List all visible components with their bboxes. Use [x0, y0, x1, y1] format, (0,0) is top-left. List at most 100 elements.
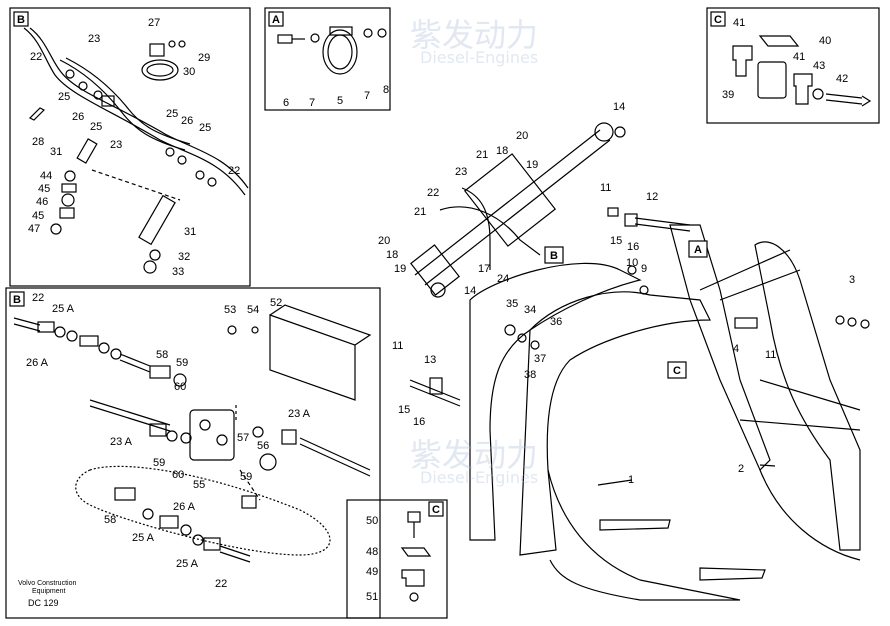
part-label-main-1: 20	[516, 130, 528, 142]
part-label-b-top-9: 23	[110, 139, 122, 151]
part-label-main-22: 36	[550, 316, 562, 328]
part-label-c-bottom-3: 51	[366, 591, 378, 603]
panel-c-bottom	[346, 499, 448, 619]
part-label-main-11: 17	[478, 263, 490, 275]
part-label-a-top-0: 6	[283, 97, 289, 109]
part-label-c-bottom-1: 48	[366, 546, 378, 558]
part-label-main-15: 12	[646, 191, 658, 203]
part-label-main-29: 3	[849, 274, 855, 286]
part-label-main-23: 37	[534, 353, 546, 365]
part-label-c-top-0: 41	[733, 17, 745, 29]
part-label-b-top-8: 28	[32, 136, 44, 148]
part-label-b-top-5: 25	[58, 91, 70, 103]
panel-c-bottom-frame	[346, 499, 448, 619]
part-label-main-28: 16	[413, 416, 425, 428]
part-label-b-bottom-9: 23 A	[288, 408, 311, 420]
part-label-a-top-1: 7	[309, 97, 315, 109]
part-label-b-top-1: 23	[88, 33, 100, 45]
part-label-b-top-21: 32	[178, 251, 190, 263]
panel-a-top-letter: A	[272, 14, 280, 26]
panel-b-bottom	[5, 287, 381, 619]
part-label-c-top-2: 41	[793, 51, 805, 63]
part-label-b-top-13: 25	[199, 122, 211, 134]
part-label-main-10: 19	[394, 263, 406, 275]
panel-a-top-frame	[264, 7, 391, 111]
part-label-b-bottom-17: 58	[104, 514, 116, 526]
part-label-main-32: 1	[628, 474, 634, 486]
part-label-b-bottom-13: 59	[153, 457, 165, 469]
callout-a: A	[688, 240, 708, 258]
part-label-main-5: 23	[455, 166, 467, 178]
part-label-b-bottom-12: 56	[257, 440, 269, 452]
part-label-b-bottom-5: 52	[270, 297, 282, 309]
part-label-a-top-2: 5	[337, 95, 343, 107]
part-label-b-bottom-4: 54	[247, 304, 259, 316]
part-label-c-top-5: 39	[722, 89, 734, 101]
part-label-main-3: 21	[476, 149, 488, 161]
panel-a-top	[264, 7, 391, 111]
part-label-b-top-22: 33	[172, 266, 184, 278]
panel-b-top	[9, 7, 251, 287]
part-label-main-9: 18	[386, 249, 398, 261]
part-label-main-14: 11	[600, 182, 611, 194]
part-label-b-bottom-0: 22	[32, 292, 44, 304]
part-label-b-bottom-1: 25 A	[52, 303, 75, 315]
part-label-b-bottom-19: 25 A	[132, 532, 155, 544]
part-label-main-31: 11	[765, 349, 776, 361]
footer-company-sub: Equipment	[32, 588, 66, 595]
footer-code: DC 129	[28, 598, 59, 608]
part-label-a-top-3: 7	[364, 90, 370, 102]
svg-text:A: A	[694, 244, 702, 256]
panel-c-bottom-letter: C	[432, 504, 440, 516]
part-label-b-top-12: 26	[181, 115, 193, 127]
panel-b-bottom-letter: B	[13, 294, 21, 306]
panel-c-top-letter: C	[714, 14, 722, 26]
part-label-main-27: 15	[398, 404, 410, 416]
part-label-b-bottom-8: 60	[174, 381, 186, 393]
part-label-a-top-4: 8	[383, 84, 389, 96]
part-label-b-bottom-15: 55	[193, 479, 205, 491]
part-label-b-bottom-10: 23 A	[110, 436, 133, 448]
part-label-b-bottom-21: 22	[215, 578, 227, 590]
panel-b-top-letter-box	[13, 11, 29, 27]
part-label-c-bottom-2: 49	[366, 566, 378, 578]
callout-b: B	[544, 246, 564, 264]
panel-c-top-frame	[706, 7, 880, 124]
part-label-b-bottom-3: 53	[224, 304, 236, 316]
part-label-main-19: 9	[641, 263, 647, 275]
part-label-c-top-1: 40	[819, 35, 831, 47]
part-label-main-25: 11	[392, 340, 403, 352]
part-label-b-bottom-20: 25 A	[176, 558, 199, 570]
part-label-b-bottom-16: 59	[240, 471, 252, 483]
part-label-main-4: 19	[526, 159, 538, 171]
part-label-main-16: 15	[610, 235, 622, 247]
part-label-b-top-20: 31	[184, 226, 196, 238]
part-label-b-top-11: 25	[166, 108, 178, 120]
part-label-main-26: 13	[424, 354, 436, 366]
part-label-b-top-3: 30	[183, 66, 195, 78]
part-label-b-bottom-18: 26 A	[173, 501, 196, 513]
part-label-main-8: 20	[378, 235, 390, 247]
part-label-main-30: 4	[733, 343, 739, 355]
part-label-b-top-16: 45	[38, 183, 50, 195]
part-label-b-bottom-2: 26 A	[26, 357, 49, 369]
part-label-main-24: 38	[524, 369, 536, 381]
part-label-b-bottom-6: 58	[156, 349, 168, 361]
part-label-main-33: 2	[738, 463, 744, 475]
part-label-b-top-14: 22	[228, 165, 240, 177]
part-label-c-bottom-0: 50	[366, 515, 378, 527]
part-label-c-top-4: 42	[836, 73, 848, 85]
part-label-b-top-10: 31	[50, 146, 62, 158]
panel-c-top	[706, 7, 880, 124]
part-label-b-top-6: 26	[72, 111, 84, 123]
part-label-b-top-15: 44	[40, 170, 52, 182]
main-assembly	[409, 122, 870, 601]
part-label-b-top-18: 45	[32, 210, 44, 222]
part-label-main-0: 14	[613, 101, 625, 113]
callout-c: C	[667, 361, 687, 379]
part-label-main-7: 21	[414, 206, 426, 218]
part-label-main-12: 24	[497, 273, 509, 285]
panel-b-top-frame	[9, 7, 251, 287]
